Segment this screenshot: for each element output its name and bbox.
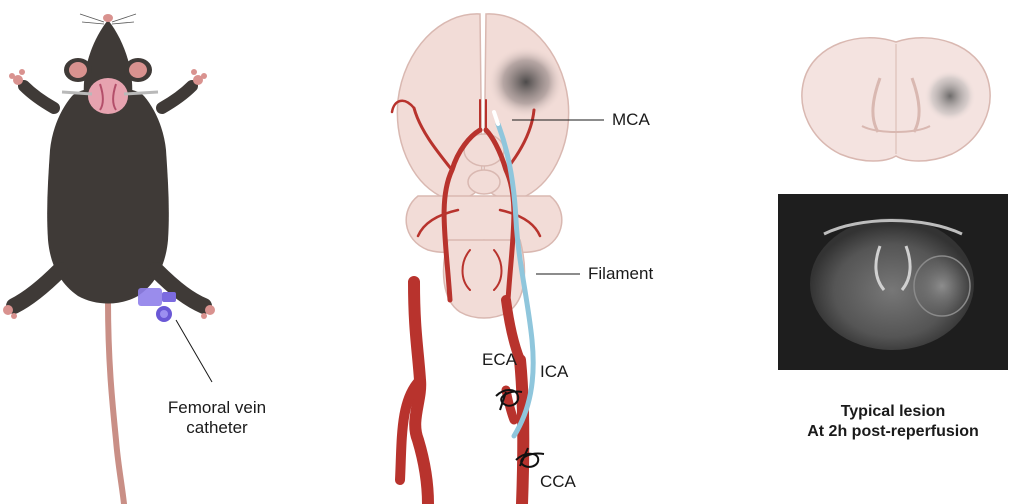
- lesion-caption-line1: Typical lesion: [788, 402, 998, 422]
- brain-illustration: [392, 14, 604, 504]
- catheter-icon: [138, 288, 176, 322]
- lesion-caption-line2: At 2h post-reperfusion: [788, 422, 998, 442]
- eca-label: ECA: [482, 350, 517, 370]
- lesion-caption: Typical lesion At 2h post-reperfusion: [788, 402, 998, 442]
- femoral-label-line1: Femoral vein: [152, 398, 282, 418]
- femoral-label-line2: catheter: [152, 418, 282, 438]
- cca-label: CCA: [540, 472, 576, 492]
- femoral-label: Femoral vein catheter: [152, 398, 282, 438]
- ica-label: ICA: [540, 362, 568, 382]
- filament-label: Filament: [588, 264, 653, 284]
- mri-scan-image: [778, 194, 1008, 370]
- mca-label: MCA: [612, 110, 650, 130]
- coronal-slice-illustration: [802, 38, 990, 161]
